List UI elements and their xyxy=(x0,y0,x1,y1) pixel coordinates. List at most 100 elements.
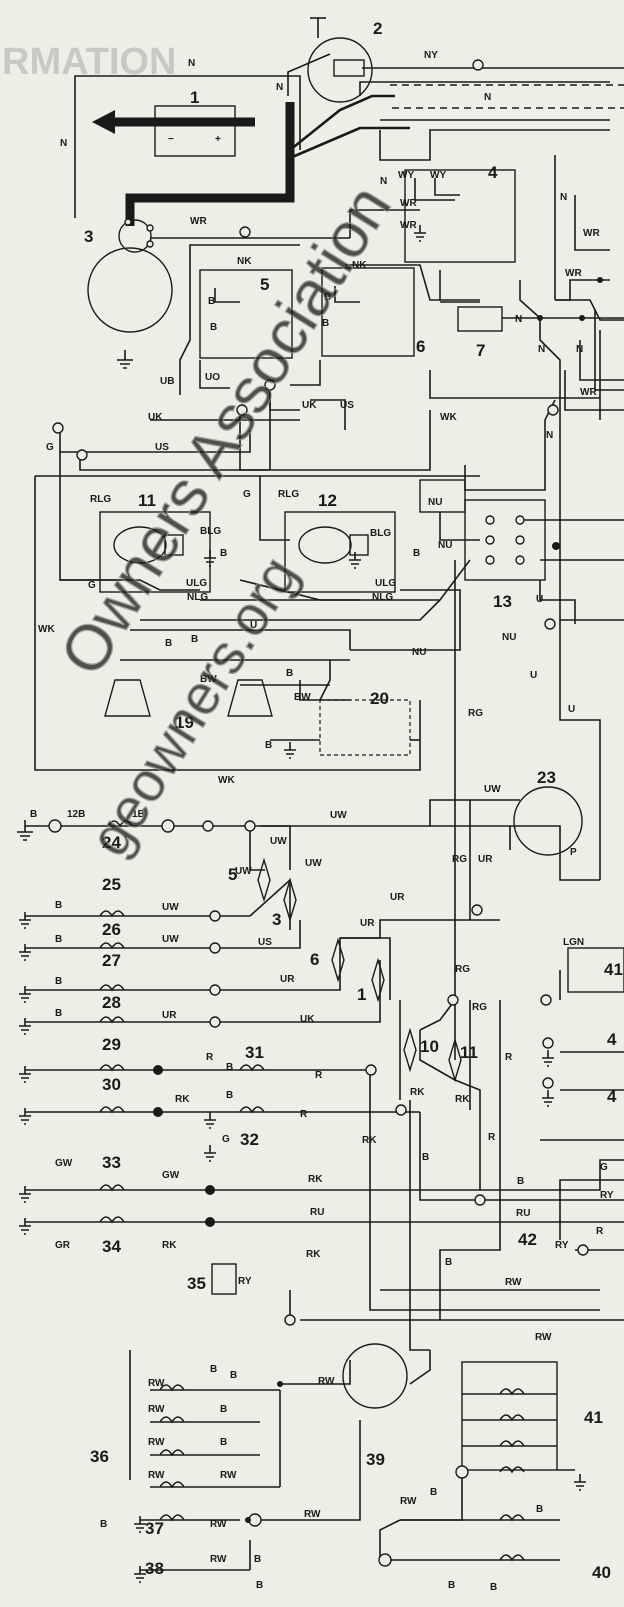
wire-color-label: R xyxy=(315,1070,323,1081)
wire-color-label: WR xyxy=(583,228,600,239)
wire-color-label: RK xyxy=(175,1094,190,1105)
wire-color-label: UR xyxy=(360,918,375,929)
wire-color-label: BW xyxy=(200,674,217,685)
component-label: 23 xyxy=(537,768,556,787)
wire-color-label: RW xyxy=(148,1437,165,1448)
wire-color-label: BW xyxy=(294,692,311,703)
wire-color-label: RK xyxy=(162,1240,177,1251)
wire-color-label: RK xyxy=(455,1094,470,1105)
wire-color-label: RY xyxy=(238,1276,252,1287)
component-label: 4 xyxy=(488,163,498,182)
connector-35 xyxy=(211,1263,237,1295)
switch-13-tab xyxy=(419,479,466,513)
relay-5-box xyxy=(199,269,293,359)
wire-color-label: N xyxy=(538,344,545,355)
component-label: 12 xyxy=(318,491,337,510)
wire-color-label: RG xyxy=(472,1002,487,1013)
component-label: 11 xyxy=(138,491,156,510)
motor-12-box xyxy=(284,511,396,593)
relay-4-box xyxy=(404,169,516,263)
component-label: 30 xyxy=(102,1075,121,1094)
wiper-motor-12 xyxy=(298,526,352,564)
wire-color-label: B xyxy=(55,934,62,945)
wire-color-label: U xyxy=(250,620,257,631)
wire-color-label: LGN xyxy=(563,937,584,948)
connectors xyxy=(48,59,603,1567)
wire-color-label: U xyxy=(568,704,575,715)
component-label: 25 xyxy=(102,875,121,894)
wire-color-label: B xyxy=(230,1370,237,1381)
wire-color-label: N xyxy=(188,58,195,69)
wire-color-label: UO xyxy=(205,372,220,383)
component-label: 34 xyxy=(102,1237,121,1256)
wiper-motor-11 xyxy=(113,526,167,564)
wire-color-label: G xyxy=(88,580,96,591)
wire-color-label: B xyxy=(430,1487,437,1498)
wire-color-label: NU xyxy=(438,540,452,551)
component-label: 29 xyxy=(102,1035,121,1054)
washer-pump-19a xyxy=(104,679,151,717)
component-label: 38 xyxy=(145,1559,164,1578)
component-label: 2 xyxy=(373,19,382,38)
wire-color-label: RG xyxy=(455,964,470,975)
component-label: 26 xyxy=(102,920,121,939)
component-label: 42 xyxy=(518,1230,537,1249)
fuse-41-frame xyxy=(461,1361,558,1471)
wire-color-label: RG xyxy=(468,708,483,719)
wire-color-label: NLG xyxy=(187,592,208,603)
wire-color-label: R xyxy=(488,1132,496,1143)
wire-color-label: G xyxy=(600,1162,608,1173)
wire-color-label: RW xyxy=(505,1277,522,1288)
component-label: 41 xyxy=(584,1408,603,1427)
wire-color-label: RLG xyxy=(90,494,111,505)
wire-color-label: B xyxy=(210,322,217,333)
component-label: 28 xyxy=(102,993,121,1012)
component-label: 41 xyxy=(604,960,623,979)
wire-color-label: B xyxy=(220,1437,227,1448)
wire-color-label: NK xyxy=(352,260,367,271)
component-label: 36 xyxy=(90,1447,109,1466)
wire-color-label: RU xyxy=(310,1207,324,1218)
wire-color-label: RU xyxy=(516,1208,530,1219)
wire-color-label: RG xyxy=(452,854,467,865)
component-label: 33 xyxy=(102,1153,121,1172)
wire-color-label: B xyxy=(226,1090,233,1101)
wire-color-label: NU xyxy=(502,632,516,643)
wire-color-label: R xyxy=(300,1109,308,1120)
wire-color-label: GW xyxy=(162,1170,180,1181)
wire-color-label: B xyxy=(55,1008,62,1019)
svg-text:+: + xyxy=(215,134,221,145)
fuse-label: 6 xyxy=(310,950,319,969)
wire-color-label: UK xyxy=(148,412,163,423)
wire-color-label: WK xyxy=(440,412,457,423)
component-label: 4 xyxy=(607,1030,617,1049)
svg-text:−: − xyxy=(168,134,174,145)
component-label: 13 xyxy=(493,592,512,611)
ground-symbols xyxy=(17,225,586,1583)
wire-color-label: U xyxy=(530,670,537,681)
wire-color-label: UR xyxy=(390,892,405,903)
wire-color-label: R xyxy=(505,1052,513,1063)
wire-color-label: RW xyxy=(210,1519,227,1530)
wire-color-label: WR xyxy=(400,220,417,231)
component-label: 1 xyxy=(190,88,199,107)
wire-color-label: G xyxy=(46,442,54,453)
wire-color-label: N xyxy=(60,138,67,149)
component-label: 27 xyxy=(102,951,121,970)
component-label: 40 xyxy=(592,1563,611,1582)
wire-color-label: B xyxy=(226,1062,233,1073)
wire-color-label: RLG xyxy=(278,489,299,500)
wire-color-label: UW xyxy=(484,784,501,795)
wire-color-label: RW xyxy=(148,1378,165,1389)
wire-color-label: N xyxy=(546,430,553,441)
wire-color-label: US xyxy=(340,400,354,411)
wire-color-label: B xyxy=(100,1519,107,1530)
wire-color-label: U xyxy=(536,594,543,605)
wire-color-label: 12B xyxy=(67,809,85,820)
component-label: 35 xyxy=(187,1274,206,1293)
wire-color-label: ULG xyxy=(186,578,207,589)
wire-color-label: B xyxy=(208,296,215,307)
wire-color-label: RW xyxy=(148,1470,165,1481)
wire-color-label: B xyxy=(30,809,37,820)
wire-color-label: WR xyxy=(565,268,582,279)
